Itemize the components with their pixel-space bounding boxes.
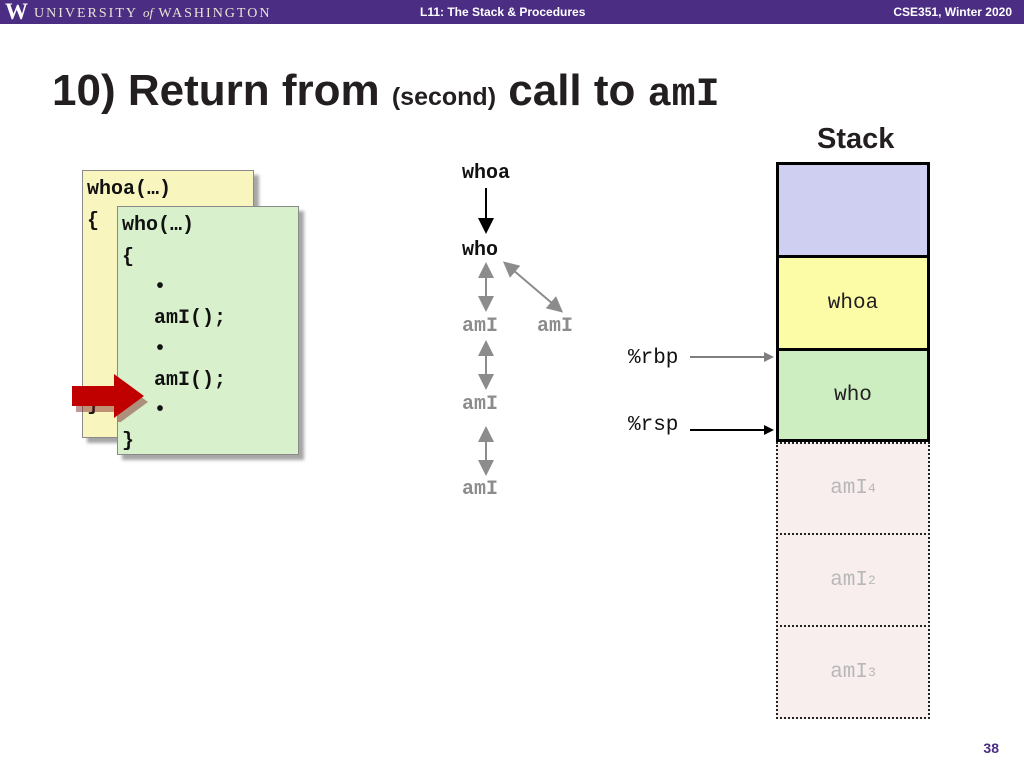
header-bar: W UNIVERSITY of WASHINGTON L11: The Stac… — [0, 0, 1024, 24]
frame-label: whoa — [827, 291, 879, 315]
cg-node-who: who — [462, 239, 499, 262]
code-line: whoa(…) — [87, 178, 172, 201]
cg-node-ami: amI — [462, 315, 499, 338]
frame-subscript: 2 — [868, 572, 876, 588]
frame-label: amI — [830, 477, 868, 500]
call-graph: whoa who amI amI amI amI — [440, 160, 620, 510]
call-graph-edges — [478, 188, 564, 476]
red-arrow-icon — [72, 374, 148, 422]
code-line: • — [154, 338, 167, 361]
cg-node-ami: amI — [462, 393, 499, 416]
title-paren: (second) — [391, 83, 497, 111]
title-code: amI — [647, 73, 720, 118]
university-name: UNIVERSITY of WASHINGTON — [34, 5, 272, 21]
code-line: { — [122, 246, 135, 269]
stack-heading: Stack — [817, 123, 895, 155]
frame-subscript: 3 — [868, 664, 876, 680]
course-name: CSE351, Winter 2020 — [893, 5, 1012, 19]
stack-frame-who: who — [776, 348, 930, 442]
frame-label: who — [834, 383, 872, 407]
frame-label: amI — [830, 568, 868, 592]
title-text: Return from — [127, 66, 380, 115]
frame-subscript: 4 — [868, 481, 876, 496]
cg-node-ami: amI — [537, 315, 574, 338]
edge-who-ami-2 — [502, 261, 564, 313]
rbp-arrow-icon — [690, 352, 774, 362]
title-text-2: call to — [508, 66, 636, 115]
rbp-label: %rbp — [628, 347, 679, 370]
lecture-title: L11: The Stack & Procedures — [420, 5, 586, 19]
code-line: • — [154, 399, 167, 422]
rsp-label: %rsp — [628, 414, 679, 437]
code-line: amI(); — [154, 307, 227, 330]
frame-label: amI — [830, 660, 868, 684]
rsp-arrow-icon — [690, 425, 774, 435]
title-number: 10) — [52, 66, 116, 115]
cg-node-whoa: whoa — [462, 162, 511, 185]
slide-title: 10) Return from (second) call to amI — [52, 66, 720, 118]
code-line: { — [87, 210, 100, 233]
code-line: who(…) — [122, 214, 195, 237]
code-line: } — [122, 430, 135, 453]
stack-frame-top — [776, 162, 930, 258]
stack-frame-whoa: whoa — [776, 255, 930, 351]
uw-logo-icon: W — [5, 0, 28, 24]
code-line: amI(); — [154, 369, 227, 392]
cg-node-ami: amI — [462, 478, 499, 501]
page-number: 38 — [983, 740, 999, 756]
code-line: • — [154, 276, 167, 299]
who-code-card: who(…) { • amI(); • amI(); • } — [117, 206, 299, 455]
